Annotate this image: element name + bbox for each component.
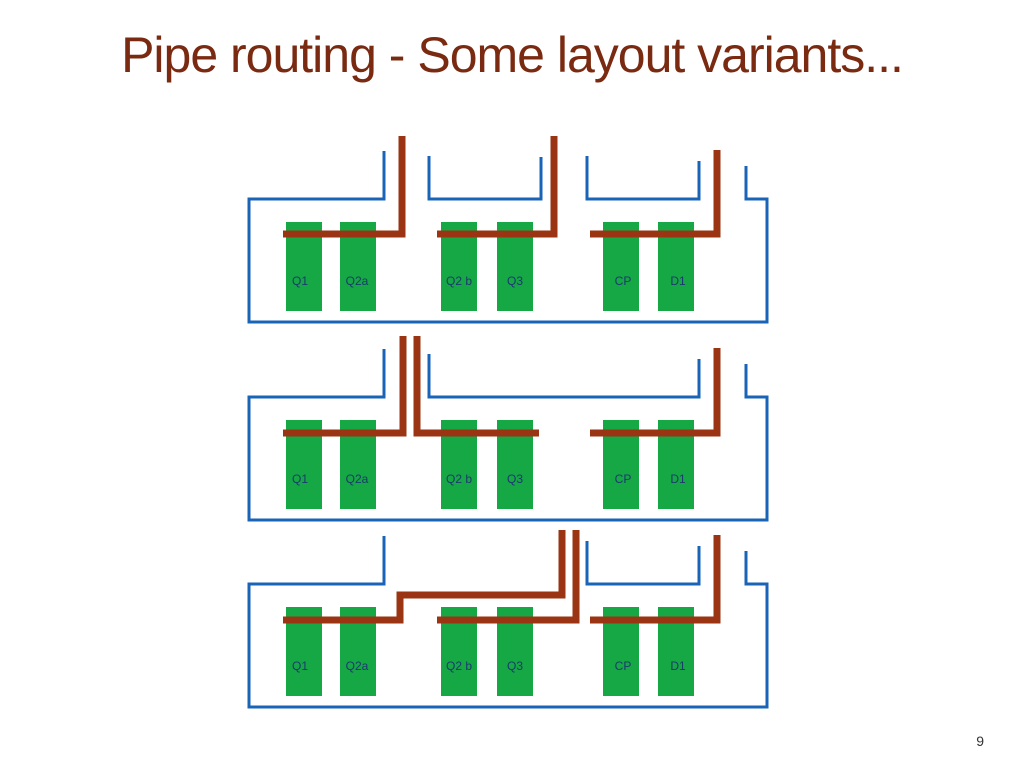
housing-wall-3 — [587, 359, 701, 399]
pipe-run-1 — [283, 336, 407, 437]
housing-wall-2 — [585, 541, 701, 586]
pipe-run-3 — [590, 150, 721, 238]
module-label: Q2a — [346, 659, 369, 673]
pipe-run-1 — [283, 530, 566, 624]
module-label: Q2a — [346, 472, 369, 486]
module-label: Q2 b — [446, 659, 472, 673]
variant-3: Q1 Q2a Q2 b Q3 CP D1 — [247, 530, 769, 709]
pipe-run-2 — [437, 530, 580, 624]
module-label: D1 — [670, 274, 686, 288]
slide-title: Pipe routing - Some layout variants... — [121, 27, 904, 83]
module-label: D1 — [670, 472, 686, 486]
module-label: Q2 b — [446, 472, 472, 486]
module-label: CP — [615, 659, 632, 673]
housing-wall-3 — [585, 156, 701, 201]
module-label: D1 — [670, 659, 686, 673]
module-label: Q2a — [346, 274, 369, 288]
housing-wall-1 — [247, 151, 769, 324]
module-label: Q1 — [292, 274, 308, 288]
pipe-run-2 — [437, 136, 558, 238]
housing-wall-2 — [427, 354, 587, 399]
housing-wall-1 — [247, 349, 769, 522]
variant-2: Q1 Q2a Q2 b Q3 CP D1 — [247, 336, 769, 522]
module-label: Q3 — [507, 659, 523, 673]
pipe-run-3 — [590, 348, 721, 437]
module-label: CP — [615, 472, 632, 486]
module-label: Q2 b — [446, 274, 472, 288]
pipe-run-1 — [283, 136, 406, 238]
module-label: Q1 — [292, 472, 308, 486]
housing-wall-1 — [247, 536, 769, 709]
housing-wall-2 — [427, 156, 543, 201]
module-label: CP — [615, 274, 632, 288]
page-number: 9 — [976, 733, 984, 749]
variant-1: Q1 Q2a Q2 b Q3 CP D1 — [247, 136, 769, 324]
module-label: Q3 — [507, 274, 523, 288]
pipe-run-3 — [590, 535, 721, 624]
pipe-run-2 — [413, 336, 539, 437]
module-label: Q3 — [507, 472, 523, 486]
module-label: Q1 — [292, 659, 308, 673]
